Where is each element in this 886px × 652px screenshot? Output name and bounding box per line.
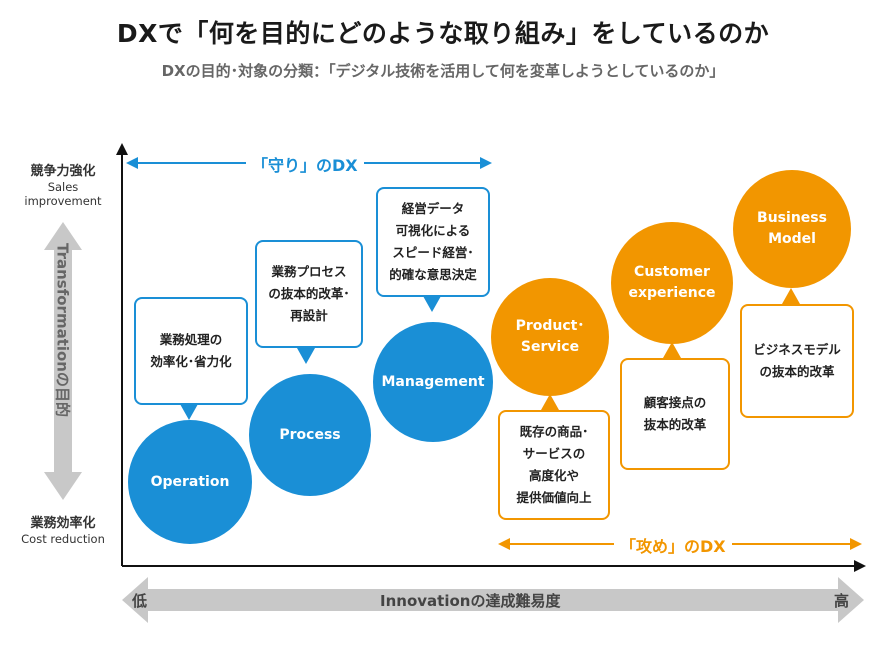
operation-description: 業務処理の 効率化･省力化: [150, 332, 232, 369]
x-axis-title: Innovationの達成難易度: [380, 592, 561, 610]
axes: [121, 150, 858, 567]
y-bottom-label-jp: 業務効率化: [30, 516, 96, 531]
x-gray-arrow: [122, 577, 864, 623]
pointer-product: [541, 394, 559, 410]
x-high-label: 高: [834, 592, 850, 610]
pointer-management: [423, 296, 441, 312]
x-axis-arrowhead: [854, 560, 866, 572]
process-label: Process: [279, 426, 341, 443]
mamori-dx-label: 「守り」のDX: [246, 152, 364, 176]
y-gray-arrow: [44, 222, 82, 500]
x-low-label: 低: [132, 592, 148, 610]
y-top-label-en: Sales improvement: [24, 180, 102, 208]
seme-dx-label: 「攻め」のDX: [614, 533, 732, 557]
y-axis-title: Transformationの目的: [53, 243, 72, 417]
business-model-description-box: ビジネスモデル の抜本的改革: [740, 304, 854, 418]
customer-experience-circle: Customer experience: [611, 222, 733, 344]
product-service-description-box: 既存の商品･ サービスの 高度化や 提供価値向上: [498, 410, 610, 520]
pointer-process: [297, 348, 315, 364]
customer-experience-description-box: 顧客接点の 抜本的改革: [620, 358, 730, 470]
page-subtitle: DXの目的･対象の分類：「デジタル技術を活用して何を変革しようとしているのか」: [161, 62, 725, 80]
pointer-customer: [663, 342, 681, 358]
pointer-business: [782, 288, 800, 304]
operation-circle: Operation: [128, 420, 252, 544]
pointer-operation: [180, 404, 198, 420]
management-label: Management: [381, 373, 485, 390]
customer-experience-description: 顧客接点の 抜本的改革: [643, 395, 707, 432]
y-top-label-jp: 競争力強化: [30, 164, 96, 179]
management-description-box: 経営データ 可視化による スピード経営･ 的確な意思決定: [376, 187, 490, 297]
process-circle: Process: [249, 374, 371, 496]
product-service-circle: Product･ Service: [491, 278, 609, 396]
customer-experience-label: Customer experience: [628, 264, 716, 301]
product-service-label: Product･ Service: [515, 318, 585, 355]
page-title: DXで「何を目的にどのような取り組み」をしているのか: [116, 19, 770, 48]
business-model-description: ビジネスモデル の抜本的改革: [753, 342, 841, 379]
process-description-box: 業務プロセス の抜本的改革･ 再設計: [255, 240, 363, 348]
product-service-description: 既存の商品･ サービスの 高度化や 提供価値向上: [516, 424, 592, 505]
y-axis-arrowhead: [116, 143, 128, 155]
y-bottom-label-en: Cost reduction: [21, 532, 105, 546]
management-description: 経営データ 可視化による スピード経営･ 的確な意思決定: [389, 201, 477, 282]
business-model-label: Business Model: [757, 210, 827, 247]
management-circle: Management: [373, 322, 493, 442]
operation-description-box: 業務処理の 効率化･省力化: [134, 297, 248, 405]
business-model-circle: Business Model: [733, 170, 851, 288]
box-pointers: [180, 288, 800, 420]
process-description: 業務プロセス の抜本的改革･ 再設計: [268, 264, 350, 323]
operation-label: Operation: [150, 473, 230, 490]
